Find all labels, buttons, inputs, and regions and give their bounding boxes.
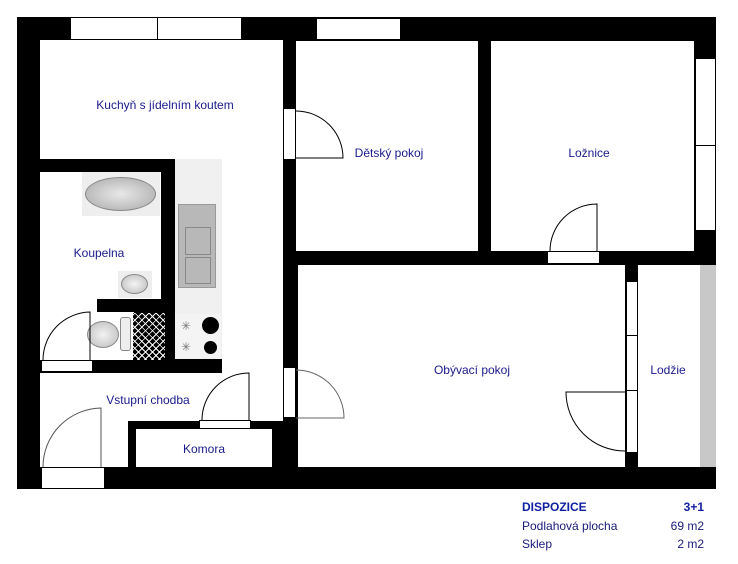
loggia-railing <box>700 265 716 467</box>
children-room-door-icon <box>295 110 344 159</box>
entrance-door-opening <box>41 467 105 489</box>
tile-pattern <box>133 313 165 360</box>
outer-white-below-loggia <box>716 251 738 491</box>
toilet <box>87 316 133 353</box>
room-label-kitchen: Kuchyň s jídelním koutem <box>96 98 234 112</box>
room-label-bedroom: Ložnice <box>568 146 610 160</box>
room-label-bathroom: Koupelna <box>73 246 125 260</box>
storage-door-opening <box>199 420 251 429</box>
summary-title: DISPOZICE <box>522 500 587 514</box>
kitchen-window-right <box>157 17 242 40</box>
stove: ✳ ✳ <box>175 314 221 358</box>
entrance-door-icon <box>42 407 102 468</box>
living-room-door-icon <box>295 369 345 419</box>
kitchen-floor <box>40 40 283 159</box>
bedroom-door-opening <box>547 251 600 264</box>
living-room-floor <box>298 265 625 467</box>
bathroom-door-icon <box>42 311 91 361</box>
room-label-living-room: Obývací pokoj <box>433 363 511 377</box>
children-room-door-opening <box>283 108 296 160</box>
bathtub <box>82 172 160 216</box>
summary-row-value: 69 m2 <box>670 519 704 533</box>
bedroom-door-icon <box>549 203 598 252</box>
washbasin <box>118 271 152 298</box>
loggia-door-opening <box>626 390 638 453</box>
room-label-hallway: Vstupní chodba <box>106 393 190 407</box>
kitchen-sink <box>178 204 216 288</box>
summary-layout: 3+1 <box>683 500 704 514</box>
bedroom-floor <box>491 41 694 251</box>
loggia-door-icon <box>565 391 626 452</box>
room-label-children-room: Dětský pokoj <box>354 146 424 160</box>
loggia-floor <box>638 265 700 467</box>
hallway-floor-lower <box>40 420 128 467</box>
children-room-floor <box>296 41 478 251</box>
room-label-storage: Komora <box>182 442 226 456</box>
room-label-loggia: Lodžie <box>650 363 686 377</box>
bathroom-door-opening <box>41 360 93 372</box>
storage-door-icon <box>201 372 250 421</box>
summary-row-label: Podlahová plocha <box>522 519 618 533</box>
hallway-floor <box>40 373 283 421</box>
bedroom-window-bottom <box>695 145 716 231</box>
bathroom-floor-lower <box>40 299 97 313</box>
summary-row-label: Sklep <box>522 537 553 551</box>
summary-row-value: 2 m2 <box>677 537 704 551</box>
children-room-window <box>316 18 401 40</box>
living-room-door-opening <box>283 367 296 418</box>
storage-floor <box>136 429 272 467</box>
